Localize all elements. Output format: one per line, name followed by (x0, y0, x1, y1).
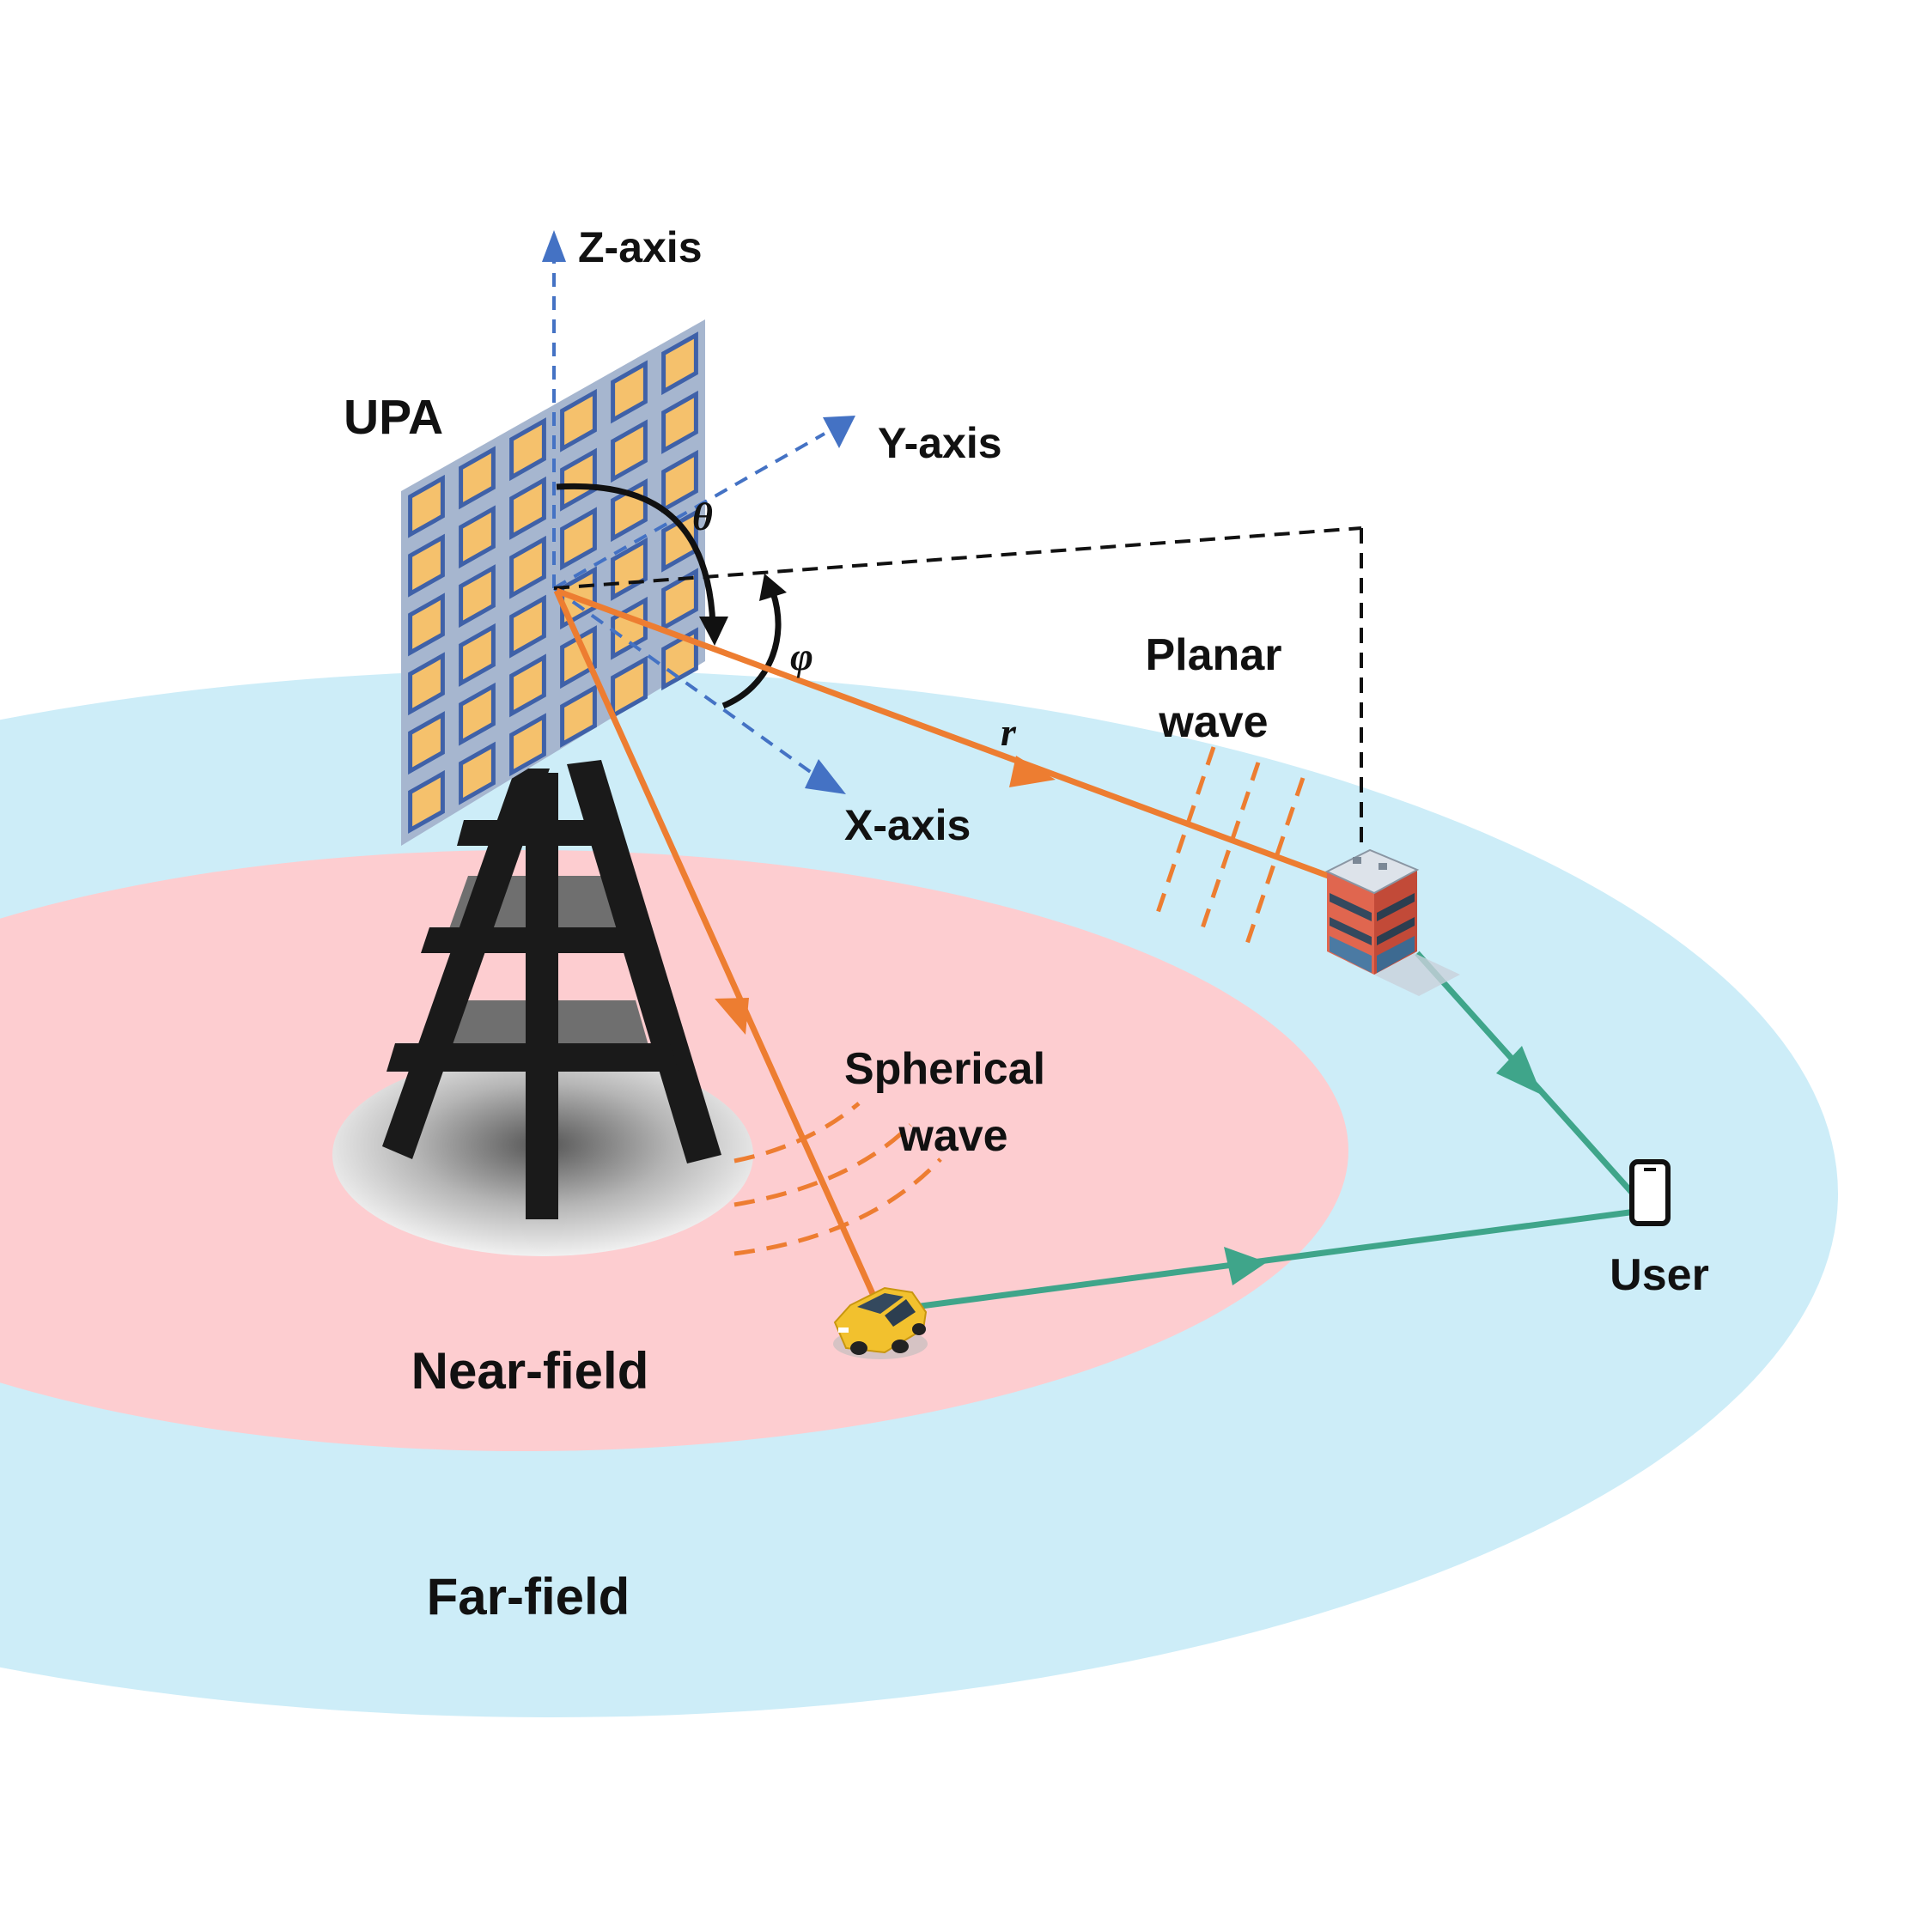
user-label: User (1610, 1250, 1709, 1300)
antenna-element (408, 592, 445, 657)
z-axis-label: Z-axis (578, 223, 703, 271)
y-axis-label: Y-axis (878, 419, 1002, 467)
spherical-wave-label-line1: Spherical (844, 1044, 1045, 1094)
car-icon (833, 1286, 928, 1359)
lattice-tower (382, 760, 721, 1219)
car-link-arrowhead (1224, 1247, 1267, 1285)
far-field-ray (555, 587, 1342, 884)
antenna-element (509, 417, 546, 482)
antenna-element (408, 533, 445, 598)
antenna-element (611, 655, 648, 720)
antenna-element (408, 652, 445, 716)
antenna-element (661, 449, 698, 513)
antenna-element (459, 682, 496, 746)
antenna-element (509, 713, 546, 777)
z-axis-arrowhead (542, 230, 566, 262)
range-r-symbol: r (1001, 710, 1017, 754)
antenna-element (509, 653, 546, 718)
projection-lines (553, 526, 1363, 846)
antenna-element (661, 331, 698, 396)
antenna-element (661, 390, 698, 454)
antenna-element (408, 769, 445, 834)
building-icon (1324, 848, 1460, 996)
antenna-element (459, 446, 496, 510)
coordinate-axes (552, 262, 825, 775)
near-field-ray (553, 589, 881, 1307)
antenna-element (560, 388, 597, 453)
spherical-wave-label-line2: wave (898, 1111, 1007, 1161)
planar-wave-label-line1: Planar (1146, 630, 1282, 680)
car-to-user-link (914, 1207, 1643, 1310)
antenna-element (509, 476, 546, 540)
planar-wave-label-line2: wave (1158, 697, 1268, 747)
spherical-wavefronts (733, 1102, 942, 1256)
x-axis-line (552, 586, 813, 775)
building-link-arrowhead (1496, 1046, 1542, 1095)
phi-symbol: φ (790, 635, 813, 678)
antenna-element (509, 535, 546, 599)
user-phone-icon (1629, 1159, 1671, 1226)
theta-angle-arc (556, 483, 728, 646)
antenna-element (459, 564, 496, 629)
antenna-element (611, 360, 648, 424)
antenna-element (408, 711, 445, 775)
y-axis-arrowhead (823, 416, 855, 448)
y-axis-line (553, 432, 825, 590)
antenna-element (509, 594, 546, 659)
phi-angle-arc (721, 574, 787, 709)
antenna-element (560, 507, 597, 571)
antenna-element (408, 474, 445, 538)
far-ray-arrowhead (1009, 756, 1056, 787)
near-ray-arrowhead (715, 998, 749, 1035)
upa-label: UPA (344, 390, 443, 445)
antenna-element (459, 505, 496, 569)
antenna-element (560, 625, 597, 690)
far-field-label: Far-field (427, 1568, 630, 1625)
antenna-element (560, 683, 597, 748)
near-field-label: Near-field (411, 1342, 649, 1400)
antenna-element (611, 419, 648, 483)
theta-symbol: θ (692, 495, 713, 538)
x-axis-label: X-axis (844, 801, 971, 849)
signal-paths (553, 587, 1342, 1307)
x-axis-arrowhead (805, 759, 846, 794)
antenna-element (459, 741, 496, 805)
antenna-element (459, 623, 496, 687)
